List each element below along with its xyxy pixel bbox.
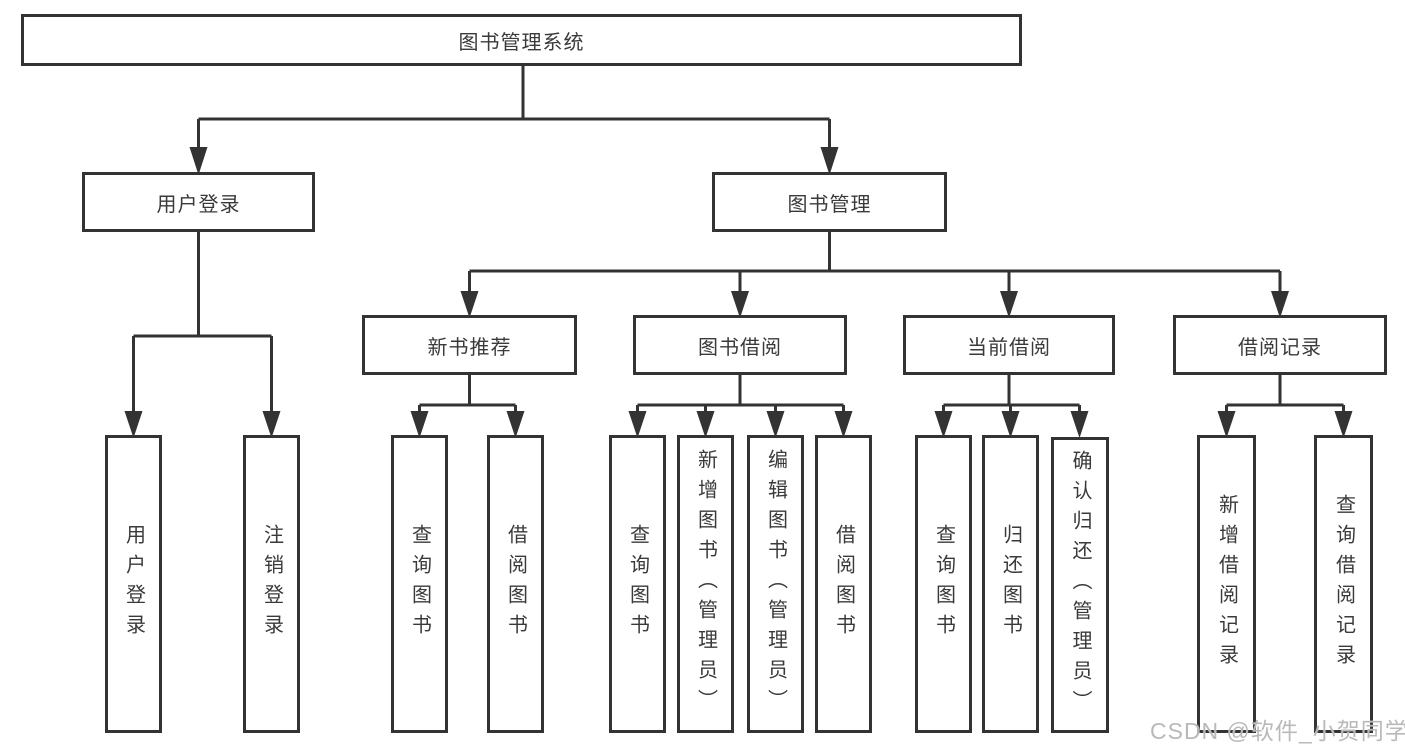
leaf-logout-label: 注销登录: [260, 524, 283, 644]
connector-new-book-recommend: [418, 375, 517, 418]
leaf-query-books-current-label: 查询图书: [932, 524, 955, 644]
node-book-management-label: 图书管理: [787, 193, 872, 216]
node-current-borrowing: 当前借阅: [903, 315, 1115, 375]
node-borrowing-records: 借阅记录: [1173, 315, 1387, 375]
node-new-book-recommend-label: 新书推荐: [427, 336, 512, 359]
leaf-add-books-admin: 新增图书（管理员）: [677, 435, 734, 733]
leaf-return-books: 归还图书: [982, 435, 1039, 733]
leaf-query-books-recommend: 查询图书: [391, 435, 448, 733]
node-book-borrowing: 图书借阅: [633, 315, 847, 375]
leaf-add-borrow-record: 新增借阅记录: [1197, 435, 1256, 733]
leaf-query-borrow-record-label: 查询借阅记录: [1332, 494, 1355, 674]
leaf-query-books-current: 查询图书: [915, 435, 972, 733]
leaf-user-login-label: 用户登录: [122, 524, 145, 644]
connector-borrowing-records: [1225, 375, 1345, 418]
csdn-watermark: CSDN @软件_小贺同学: [1150, 718, 1405, 744]
leaf-return-books-label: 归还图书: [999, 524, 1022, 644]
node-root: 图书管理系统: [21, 14, 1022, 66]
leaf-borrow-books-recommend-label: 借阅图书: [504, 524, 527, 644]
node-new-book-recommend: 新书推荐: [362, 315, 577, 375]
leaf-confirm-return-admin: 确认归还（管理员）: [1051, 437, 1109, 733]
connector-book-management: [468, 232, 1282, 295]
leaf-borrow-books-recommend: 借阅图书: [487, 435, 544, 733]
node-root-label: 图书管理系统: [458, 31, 585, 54]
leaf-user-login: 用户登录: [105, 435, 162, 733]
leaf-add-books-admin-label: 新增图书（管理员）: [694, 449, 717, 719]
leaf-query-books-borrowing: 查询图书: [609, 435, 666, 733]
leaf-add-borrow-record-label: 新增借阅记录: [1215, 494, 1238, 674]
connector-book-borrowing: [636, 375, 845, 418]
leaf-logout: 注销登录: [243, 435, 300, 733]
node-user-login: 用户登录: [82, 172, 315, 232]
leaf-borrow-books-borrowing: 借阅图书: [815, 435, 872, 733]
leaf-edit-books-admin-label: 编辑图书（管理员）: [764, 449, 787, 719]
connector-user-login: [132, 232, 273, 416]
leaf-borrow-books-borrowing-label: 借阅图书: [832, 524, 855, 644]
node-current-borrowing-label: 当前借阅: [967, 336, 1051, 359]
node-book-management: 图书管理: [712, 172, 947, 232]
leaf-query-books-recommend-label: 查询图书: [408, 524, 431, 644]
node-borrowing-records-label: 借阅记录: [1238, 336, 1322, 359]
leaf-query-books-borrowing-label: 查询图书: [626, 524, 649, 644]
leaf-confirm-return-admin-label: 确认归还（管理员）: [1069, 450, 1091, 720]
node-user-login-label: 用户登录: [156, 193, 241, 216]
connector-root: [197, 66, 831, 150]
leaf-query-borrow-record: 查询借阅记录: [1314, 435, 1373, 733]
connector-current-borrowing: [942, 375, 1081, 418]
leaf-edit-books-admin: 编辑图书（管理员）: [747, 435, 804, 733]
node-book-borrowing-label: 图书借阅: [698, 336, 782, 359]
